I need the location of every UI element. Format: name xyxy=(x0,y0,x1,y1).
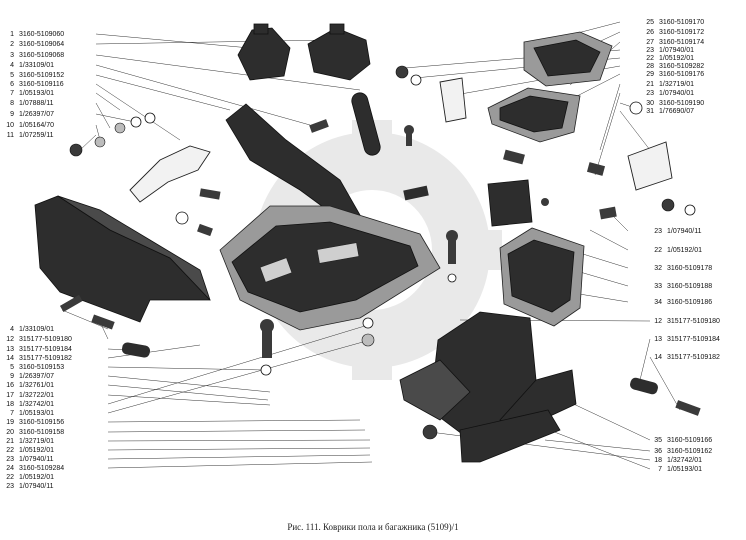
console-opening-right xyxy=(316,242,360,264)
fasteners-left xyxy=(59,112,458,440)
left-floor-mat-edge xyxy=(57,195,211,301)
hinge-bracket-icon xyxy=(627,141,673,191)
rubber-plug-icon xyxy=(351,92,381,156)
console-opening-left xyxy=(259,257,293,283)
leader-lines xyxy=(61,21,681,470)
fasteners-right xyxy=(395,65,701,416)
tunnel-console-top xyxy=(231,221,419,313)
boot-collar-left xyxy=(253,23,269,35)
storage-box-inner xyxy=(507,239,575,313)
rear-console-flap xyxy=(399,359,471,421)
small-tray-icon xyxy=(487,179,533,227)
armrest-pad-upper-inner xyxy=(533,39,601,77)
gear-boot-right-icon xyxy=(307,27,371,81)
boot-collar-right xyxy=(329,23,345,35)
mounting-bracket-icon xyxy=(129,145,211,203)
figure-caption: Рис. 111. Коврики пола и багажника (5109… xyxy=(287,522,459,532)
armrest-pad-lower-inner xyxy=(499,95,569,133)
plate-bracket-icon xyxy=(439,77,467,123)
gear-boot-left-icon xyxy=(237,27,291,81)
rear-mat-lower-icon xyxy=(459,409,561,463)
